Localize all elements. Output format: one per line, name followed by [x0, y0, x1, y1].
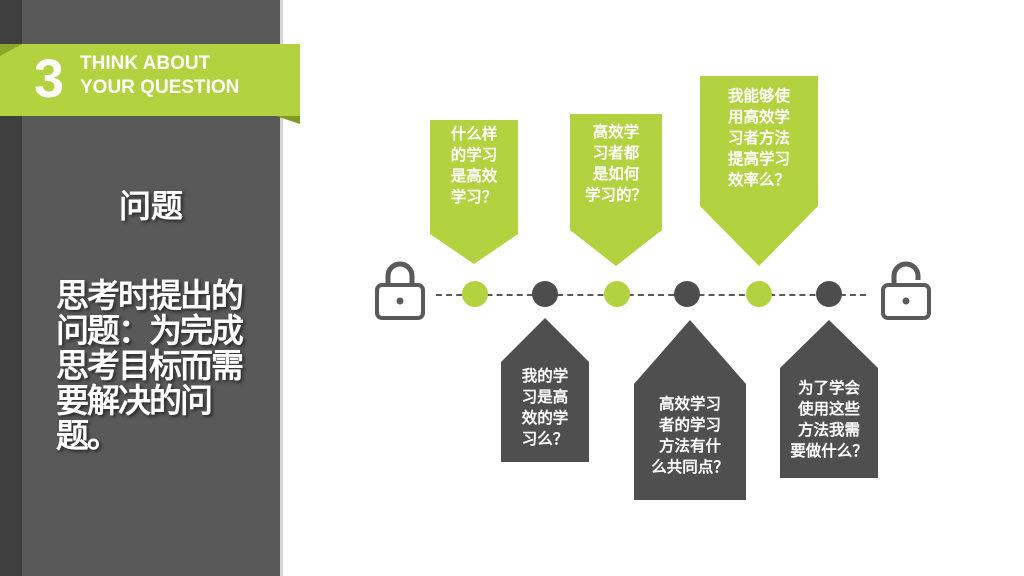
banner-fold-top — [0, 44, 22, 56]
timeline-dot-1 — [462, 281, 488, 307]
left-panel-divider — [280, 0, 283, 576]
timeline-dot-2 — [532, 281, 558, 307]
callout-3-pointer — [700, 206, 818, 266]
timeline-dot-4 — [674, 281, 700, 307]
callout-5-pointer — [634, 320, 746, 384]
locked-padlock-icon — [374, 256, 426, 320]
panel-heading: 问题 — [118, 187, 183, 225]
question-callout-1: 什么样 的学习 是高效 学习？ — [430, 120, 518, 234]
timeline-line — [436, 294, 866, 296]
panel-description: 思考时提出的问题：为完成思考目标而需要解决的问题。 — [56, 276, 244, 455]
section-title-line1: THINK ABOUT — [80, 53, 211, 74]
question-callout-2: 高效学 习者都 是如何 学习的？ — [570, 114, 662, 230]
banner-fold-right — [276, 116, 300, 124]
question-callout-3: 我能够使 用高效学 习者方法 提高学习 效率么？ — [700, 76, 818, 206]
section-title-line2: YOUR QUESTION — [80, 77, 240, 98]
timeline-dot-6 — [816, 281, 842, 307]
question-callout-5: 高效学习 者的学习 方法有什 么共同点？ — [634, 384, 746, 500]
timeline-dot-5 — [746, 281, 772, 307]
section-banner — [0, 44, 300, 116]
callout-2-pointer — [570, 230, 662, 266]
callout-6-pointer — [780, 320, 878, 368]
timeline-dot-3 — [604, 281, 630, 307]
question-callout-6: 为了学会 使用这些 方法我需 要做什么？ — [780, 368, 878, 478]
left-edge-strip — [0, 0, 22, 576]
question-callout-4: 我的学 习是高 效的学 习么？ — [501, 362, 589, 462]
unlocked-padlock-icon — [880, 256, 932, 320]
callout-4-pointer — [501, 318, 589, 362]
callout-1-pointer — [430, 234, 518, 264]
section-number: 3 — [34, 49, 65, 109]
